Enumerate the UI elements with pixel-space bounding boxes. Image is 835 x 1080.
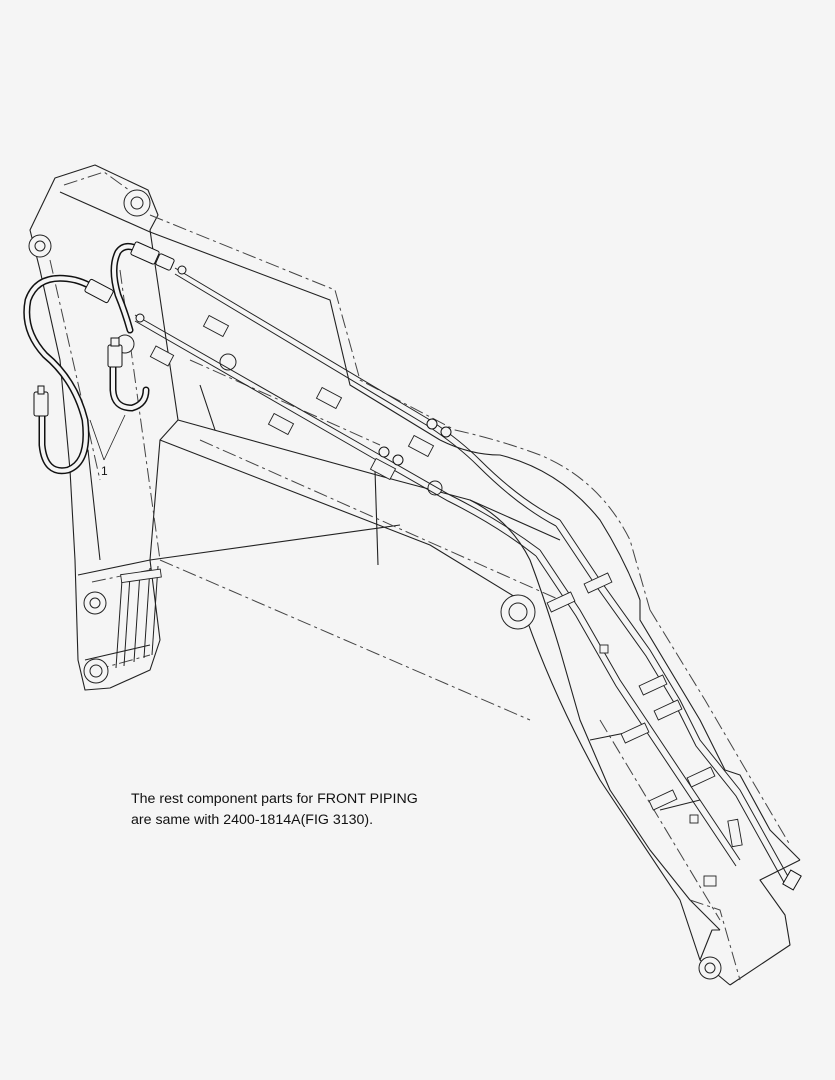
callout-item-1: 1 <box>101 464 108 478</box>
boom-foot <box>29 164 179 691</box>
pipe-clamps <box>149 314 743 887</box>
note-text: The rest component parts for FRONT PIPIN… <box>131 789 491 831</box>
callout-leaders <box>89 414 126 461</box>
hose-assembly-item-1 <box>23 241 175 475</box>
note-line-2: are same with 2400-1814A(FIG 3130). <box>131 812 374 828</box>
note-line-1: The rest component parts for FRONT PIPIN… <box>131 791 418 807</box>
pipe-fittings <box>135 265 802 891</box>
boom-body <box>149 214 801 986</box>
foot-pin-bosses <box>28 189 151 684</box>
foot-pipes <box>115 565 162 669</box>
boom-pin-bosses <box>219 353 722 980</box>
